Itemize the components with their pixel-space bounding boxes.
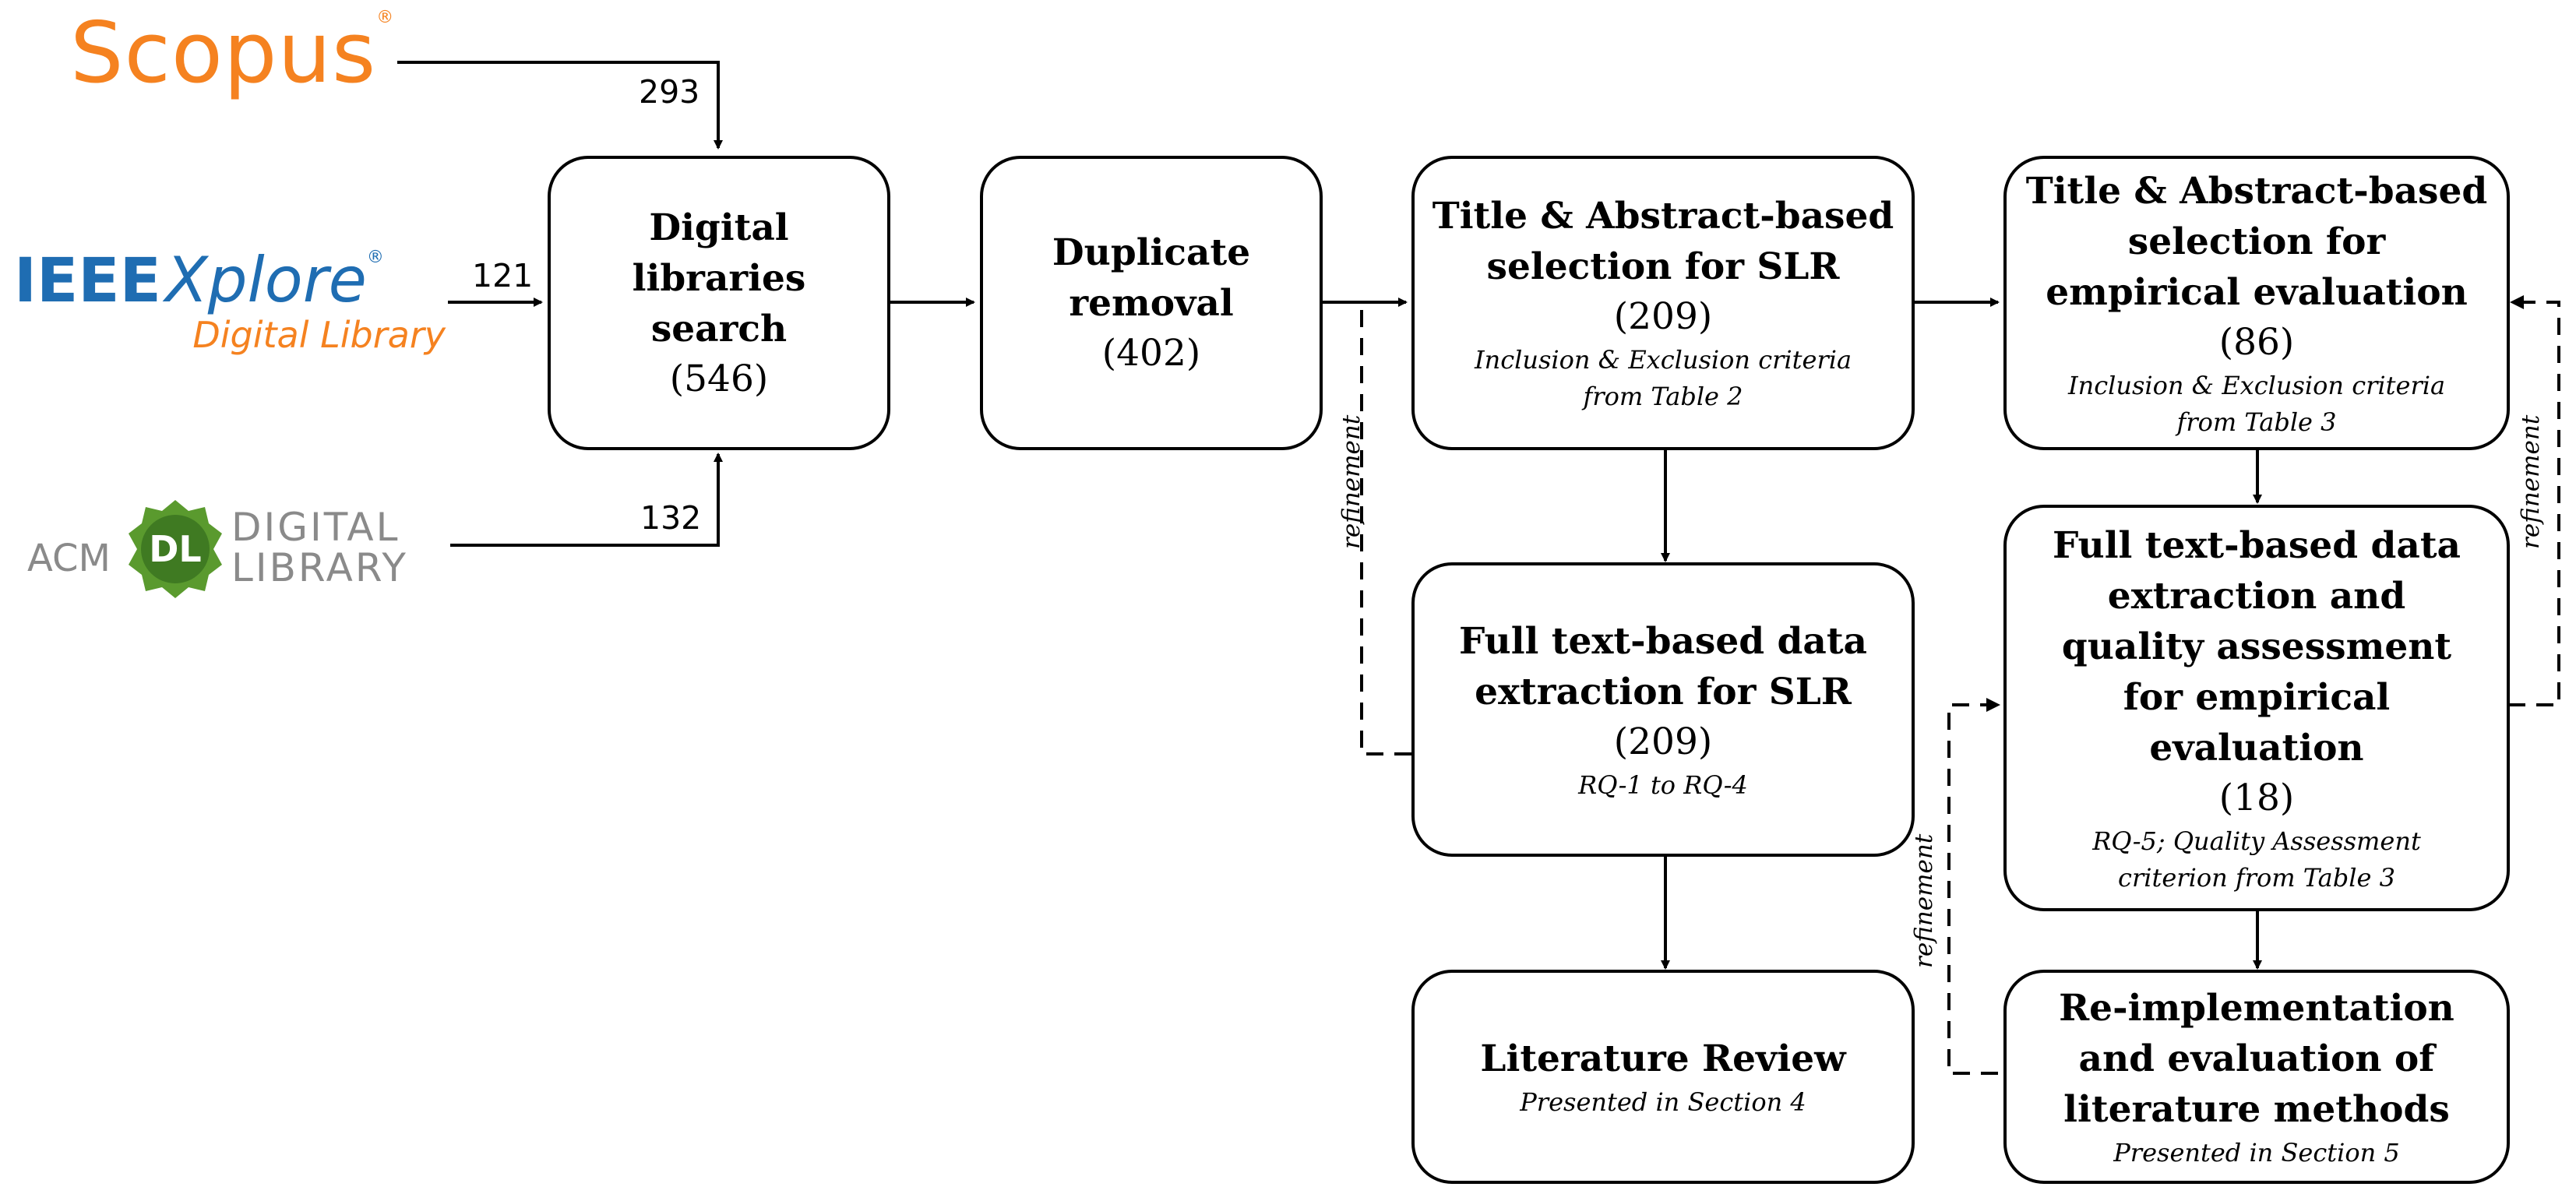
box-title: Full text-based data extraction and qual… <box>2052 523 2461 770</box>
box-title: Duplicate removal <box>1052 231 1251 325</box>
arrow-scopus-to-search <box>397 61 723 150</box>
arrowhead-refinement-bottom <box>1986 698 2000 712</box>
ieee-logo-text: IEEE <box>14 246 161 316</box>
full-text-empirical-box: Full text-based data extraction and qual… <box>2003 505 2510 911</box>
registered-mark-icon: ® <box>366 248 384 267</box>
refinement-label-emp-top: refinement <box>2517 414 2545 549</box>
box-count: (86) <box>2218 320 2295 364</box>
duplicate-removal-box: Duplicate removal (402) <box>980 156 1323 450</box>
acm-logo-text: ACM <box>27 537 111 580</box>
box-count: (209) <box>1613 295 1713 338</box>
box-note: RQ-1 to RQ-4 <box>1578 770 1748 800</box>
box-title: Title & Abstract-based selection for SLR <box>1432 195 1894 288</box>
ieee-logo-subtitle: Digital Library <box>192 314 446 356</box>
box-title: Re-implementation and evaluation of lite… <box>2059 986 2454 1131</box>
scopus-count: 293 <box>639 73 700 111</box>
box-count: (209) <box>1613 720 1713 763</box>
box-count: (18) <box>2218 776 2295 819</box>
acm-dl-logo: ACM DL DIGITAL LIBRARY <box>27 498 448 600</box>
acm-badge-text: DL <box>149 528 202 570</box>
refinement-loop-emp-bottom <box>1947 703 1998 1075</box>
refinement-label-emp-bottom: refinement <box>1910 833 1938 968</box>
acm-digital-text: DIGITAL <box>231 505 400 550</box>
box-note: Presented in Section 4 <box>1520 1087 1806 1117</box>
ieee-count: 121 <box>472 257 534 294</box>
box-title: Digital libraries search <box>632 206 806 350</box>
box-title: Full text-based data extraction for SLR <box>1458 619 1868 713</box>
acm-count: 132 <box>640 499 702 537</box>
reimplementation-box: Re-implementation and evaluation of lite… <box>2003 970 2510 1184</box>
box-title: Literature Review <box>1480 1037 1846 1080</box>
scopus-logo-text: Scopus <box>70 5 377 102</box>
acm-library-text: LIBRARY <box>231 545 408 590</box>
box-note: RQ-5; Quality Assessment criterion from … <box>2092 826 2421 893</box>
dl-badge-icon <box>129 500 222 598</box>
registered-mark-icon: ® <box>376 8 394 27</box>
refinement-loop-slr <box>1360 302 1411 755</box>
arrowhead-refinement-top <box>2510 295 2524 309</box>
box-note: Presented in Section 5 <box>2113 1137 2400 1168</box>
box-count: (546) <box>669 357 769 400</box>
title-abstract-empirical-box: Title & Abstract-based selection for emp… <box>2003 156 2510 450</box>
literature-review-box: Literature Review Presented in Section 4 <box>1411 970 1915 1184</box>
arrow-acm-to-search <box>450 453 723 547</box>
refinement-label-slr: refinement <box>1337 414 1366 549</box>
box-count: (402) <box>1101 332 1201 375</box>
digital-libraries-search-box: Digital libraries search (546) <box>548 156 890 450</box>
title-abstract-slr-box: Title & Abstract-based selection for SLR… <box>1411 156 1915 450</box>
box-note: Inclusion & Exclusion criteria from Tabl… <box>2067 370 2446 437</box>
xplore-logo-text: Xplore <box>164 244 367 316</box>
box-title: Title & Abstract-based selection for emp… <box>2025 169 2488 314</box>
scopus-logo: Scopus® <box>70 8 393 100</box>
box-note: Inclusion & Exclusion criteria from Tabl… <box>1474 345 1852 411</box>
ieee-xplore-logo: IEEE Xplore® Digital Library <box>14 248 450 365</box>
full-text-slr-box: Full text-based data extraction for SLR … <box>1411 562 1915 857</box>
